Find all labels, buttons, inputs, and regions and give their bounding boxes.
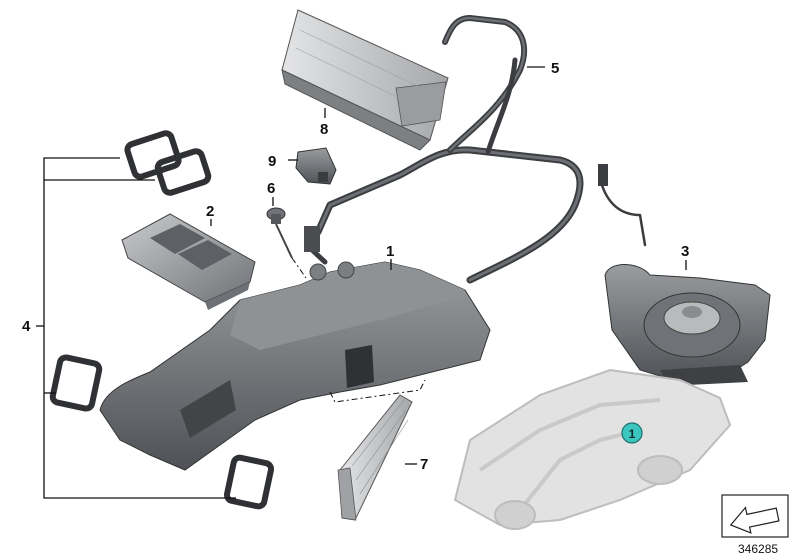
svg-text:1: 1 xyxy=(629,427,636,441)
callout-1: 1 xyxy=(386,243,394,260)
heat-exchanger-part xyxy=(337,394,413,521)
seal-set-part xyxy=(49,130,275,510)
hose-assembly-part xyxy=(304,15,647,284)
callout-labels: 5 8 9 6 2 1 3 4 7 xyxy=(22,60,689,473)
orientation-arrow-icon xyxy=(721,494,789,538)
callout-5: 5 xyxy=(551,60,559,77)
heater-housing-part xyxy=(99,261,491,471)
leader-lines xyxy=(36,66,687,499)
vent-duct-part xyxy=(121,213,256,310)
callout-3: 3 xyxy=(681,243,689,260)
blower-part xyxy=(604,264,771,386)
sensor-part xyxy=(266,207,293,259)
callout-8: 8 xyxy=(320,121,328,138)
diagram-number: 346285 xyxy=(738,542,778,556)
connector-part xyxy=(295,147,337,185)
location-marker: 1 xyxy=(621,422,643,444)
callout-4: 4 xyxy=(22,318,31,335)
callout-9: 9 xyxy=(268,153,276,170)
control-module-part xyxy=(281,9,449,151)
callout-6: 6 xyxy=(267,180,275,197)
vehicle-body-shell xyxy=(453,368,732,530)
callout-7: 7 xyxy=(420,456,428,473)
callout-2: 2 xyxy=(206,203,214,220)
